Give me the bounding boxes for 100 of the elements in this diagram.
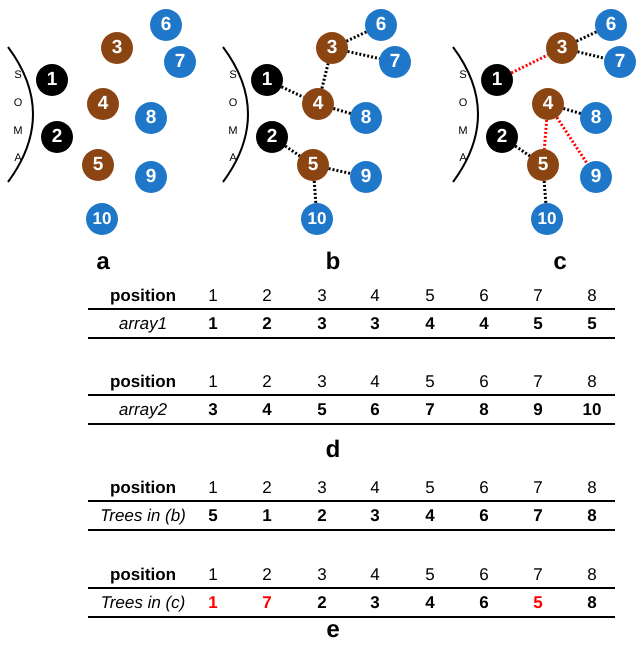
dotted-connector <box>577 50 605 60</box>
table-cell: 10 <box>582 400 602 420</box>
table-cell: 8 <box>587 593 597 613</box>
panel-label: c <box>553 248 567 276</box>
numbered-circle: 9 <box>580 161 612 193</box>
table-cell: 5 <box>425 478 435 498</box>
table-cell: 4 <box>370 372 380 392</box>
dotted-connector <box>346 30 368 43</box>
soma-letter: O <box>458 97 468 109</box>
dotted-connector <box>280 85 304 99</box>
table-cell: 4 <box>479 314 489 334</box>
table-cell: 7 <box>533 286 543 306</box>
table-cell: 3 <box>370 314 380 334</box>
table-cell: 5 <box>208 506 218 526</box>
table-cell: 5 <box>425 565 435 585</box>
numbered-circle: 5 <box>527 149 559 181</box>
numbered-circle: 5 <box>297 149 329 181</box>
table-cell: 2 <box>262 478 272 498</box>
dotted-connector <box>556 116 588 164</box>
row-header: array2 <box>118 400 168 420</box>
table-cell: 5 <box>533 593 543 613</box>
table-cell: 5 <box>587 314 597 334</box>
numbered-circle: 8 <box>135 102 167 134</box>
soma-letter: M <box>228 125 238 137</box>
panel-label: d <box>326 436 340 464</box>
dotted-connector <box>514 144 531 158</box>
table-cell: 7 <box>533 565 543 585</box>
table-cell: 8 <box>479 400 489 420</box>
soma-letter: S <box>229 69 237 81</box>
table-cell: 3 <box>208 400 218 420</box>
table-cell: 9 <box>533 400 543 420</box>
table-cell: 6 <box>479 478 489 498</box>
dotted-connector <box>332 107 352 115</box>
column-header: position <box>110 565 176 585</box>
table-cell: 5 <box>425 286 435 306</box>
numbered-circle: 10 <box>86 203 118 235</box>
table-cell: 4 <box>425 506 435 526</box>
table-cell: 1 <box>262 506 272 526</box>
soma-letter: O <box>228 97 238 109</box>
table-cell: 5 <box>317 400 327 420</box>
soma-letter: S <box>14 69 22 81</box>
panel-label: a <box>96 248 110 276</box>
soma-letter: S <box>459 69 467 81</box>
numbered-circle: 7 <box>164 46 196 78</box>
table-cell: 3 <box>317 372 327 392</box>
table-cell: 2 <box>262 565 272 585</box>
dotted-connector <box>320 63 330 89</box>
numbered-circle: 7 <box>604 46 636 78</box>
table-cell: 1 <box>208 593 218 613</box>
table-cell: 2 <box>262 314 272 334</box>
soma-letter: M <box>13 125 23 137</box>
row-header: array1 <box>118 314 168 334</box>
numbered-circle: 1 <box>251 64 283 96</box>
table-cell: 2 <box>262 286 272 306</box>
numbered-circle: 10 <box>301 203 333 235</box>
column-header: position <box>110 286 176 306</box>
table-cell: 5 <box>425 372 435 392</box>
table-cell: 3 <box>317 478 327 498</box>
dotted-connector <box>312 180 318 204</box>
numbered-circle: 2 <box>256 121 288 153</box>
numbered-circle: 8 <box>350 102 382 134</box>
table-cell: 1 <box>208 286 218 306</box>
numbered-circle: 6 <box>595 9 627 41</box>
table-cell: 3 <box>370 506 380 526</box>
table-cell: 4 <box>370 286 380 306</box>
table-cell: 4 <box>425 593 435 613</box>
numbered-circle: 6 <box>150 9 182 41</box>
dotted-connector <box>328 167 351 175</box>
table-cell: 3 <box>317 565 327 585</box>
table-cell: 7 <box>262 593 272 613</box>
numbered-circle: 9 <box>135 161 167 193</box>
dotted-connector <box>347 50 380 60</box>
table-cell: 7 <box>533 372 543 392</box>
table-cell: 4 <box>262 400 272 420</box>
numbered-circle: 3 <box>316 32 348 64</box>
numbered-circle: 4 <box>302 88 334 120</box>
numbered-circle: 3 <box>101 32 133 64</box>
table-cell: 1 <box>208 314 218 334</box>
dotted-connector <box>576 30 598 43</box>
row-header: Trees in (b) <box>100 506 186 526</box>
table-cell: 6 <box>479 593 489 613</box>
table-cell: 7 <box>425 400 435 420</box>
table-cell: 5 <box>533 314 543 334</box>
table-cell: 8 <box>587 565 597 585</box>
table-cell: 3 <box>317 314 327 334</box>
table-cell: 2 <box>317 593 327 613</box>
numbered-circle: 10 <box>531 203 563 235</box>
table-cell: 1 <box>208 372 218 392</box>
table-cell: 1 <box>208 478 218 498</box>
table-cell: 2 <box>262 372 272 392</box>
numbered-circle: 2 <box>41 121 73 153</box>
soma-letter: O <box>14 97 22 109</box>
numbered-circle: 1 <box>481 64 513 96</box>
numbered-circle: 5 <box>82 149 114 181</box>
table-cell: 2 <box>317 506 327 526</box>
row-header: Trees in (c) <box>100 593 186 613</box>
table-cell: 1 <box>208 565 218 585</box>
table-cell: 4 <box>370 478 380 498</box>
numbered-circle: 4 <box>87 88 119 120</box>
dotted-connector <box>542 120 548 150</box>
